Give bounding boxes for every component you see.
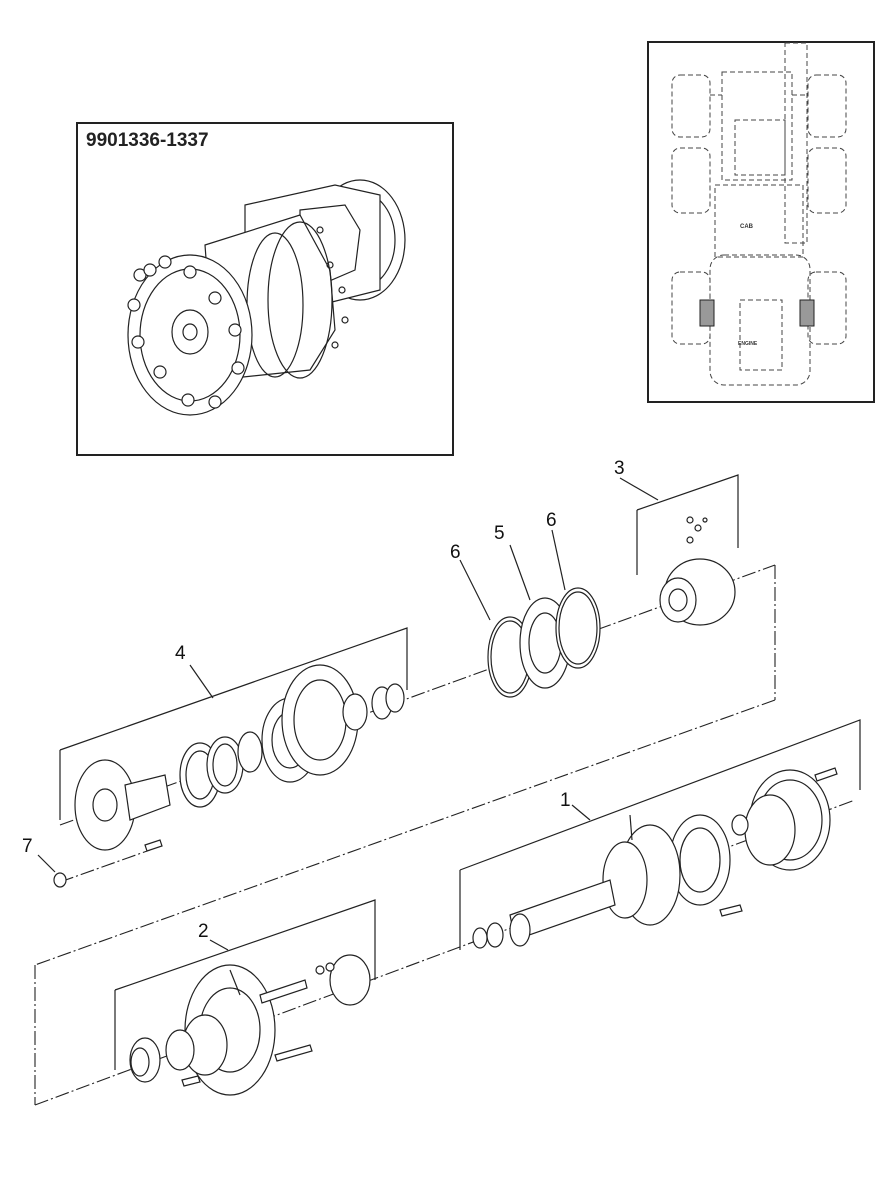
engine-label: ENGINE	[738, 341, 758, 347]
group-4-parts	[74, 664, 405, 852]
callout-4: 4	[175, 643, 186, 664]
callout-2: 2	[198, 921, 209, 942]
group-3-parts	[659, 516, 736, 626]
callout-1: 1	[560, 790, 571, 811]
leader-lines	[37, 477, 659, 951]
group-1-parts	[472, 767, 838, 949]
machine-top-view	[671, 42, 847, 386]
part-7-nut	[53, 872, 67, 888]
group-2-parts	[129, 954, 371, 1096]
assembled-motor-illustration	[127, 179, 406, 416]
callout-6-left: 6	[450, 542, 461, 563]
callout-6-right: 6	[546, 510, 557, 531]
assembly-axis-lines	[34, 564, 856, 1106]
callout-3: 3	[614, 458, 625, 479]
callout-7: 7	[22, 836, 33, 857]
cab-label: CAB	[740, 224, 754, 230]
machine-locator-inset	[647, 41, 875, 403]
callout-5: 5	[494, 523, 505, 544]
group-brackets	[59, 474, 861, 1070]
model-number-label: 9901336-1337	[86, 130, 209, 151]
group-5-6-parts	[487, 587, 601, 698]
